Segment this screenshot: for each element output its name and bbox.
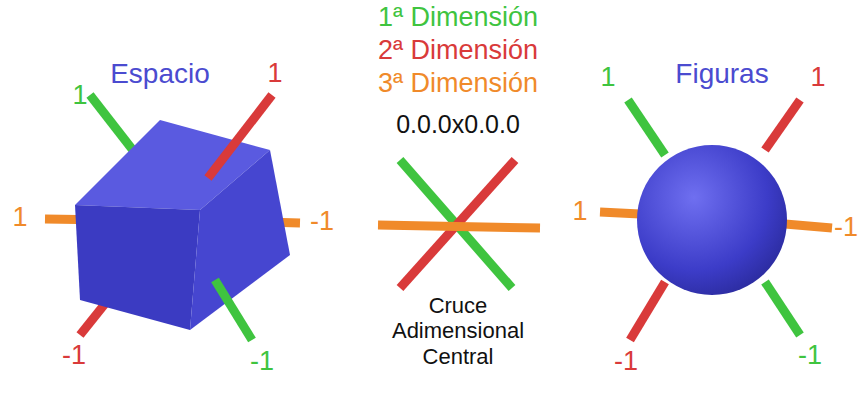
- green-axis: [765, 282, 800, 335]
- green-axis: [628, 100, 665, 155]
- sphere: [637, 145, 787, 295]
- shape-name: Figuras: [675, 58, 768, 90]
- axis-number: 1: [572, 196, 587, 227]
- axis-number: 1: [267, 58, 282, 89]
- axis-number: -1: [62, 340, 86, 371]
- origin-label: 0.0.0x0.0.0: [396, 110, 520, 139]
- dimension-title: 2ª Dimensión: [378, 35, 538, 66]
- dimension-title: 1ª Dimensión: [378, 2, 538, 33]
- dimension-title: 3ª Dimensión: [378, 68, 538, 99]
- red-axis: [630, 282, 665, 340]
- center-caption: Cruce Adimensional Central: [378, 293, 538, 369]
- axis-number: -1: [614, 346, 638, 377]
- shape-name: Espacio: [110, 58, 210, 90]
- green-axis: [215, 280, 252, 340]
- orange-axis: [600, 212, 640, 214]
- cube: [75, 120, 290, 330]
- axis-number: -1: [250, 346, 274, 377]
- axis-number: 1: [810, 62, 825, 93]
- red-axis: [208, 95, 272, 178]
- axis-number: -1: [798, 340, 822, 371]
- axis-number: 1: [72, 80, 87, 111]
- axis-number: -1: [834, 212, 858, 243]
- orange-axis: [378, 225, 540, 228]
- orange-axis: [785, 224, 832, 228]
- axis-number: 1: [12, 202, 27, 233]
- axis-number: 1: [600, 62, 615, 93]
- red-axis: [765, 100, 800, 150]
- axis-number: -1: [310, 206, 334, 237]
